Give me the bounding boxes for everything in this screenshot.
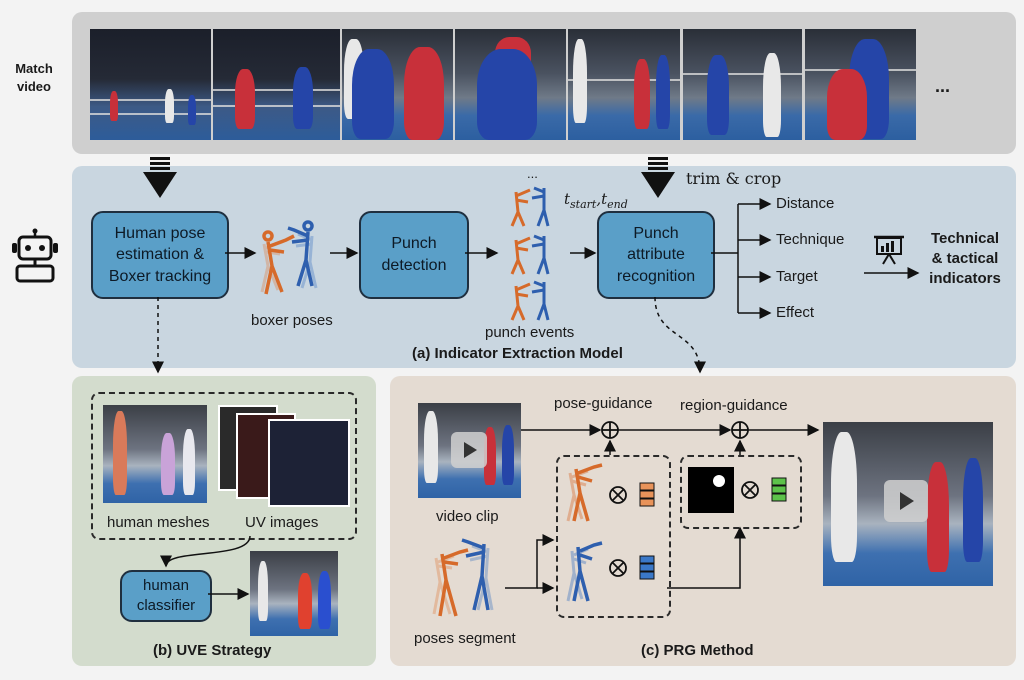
panel-c-caption: (c) PRG Method bbox=[641, 642, 754, 659]
poses-segment-figure bbox=[432, 538, 494, 617]
panel-a-caption: (a) Indicator Extraction Model bbox=[412, 345, 623, 362]
video-frame bbox=[683, 29, 802, 140]
pose-guidance-label: pose-guidance bbox=[554, 395, 653, 412]
region-guidance-label: region-guidance bbox=[680, 397, 788, 414]
robot-icon bbox=[12, 228, 58, 283]
punch-events-label: punch events bbox=[485, 324, 575, 341]
pose-weighting-group bbox=[556, 455, 671, 618]
time-range-label: tstart,tend bbox=[564, 190, 628, 211]
pose-weighting-contents bbox=[566, 463, 655, 602]
play-icon bbox=[884, 480, 928, 522]
punch-events-figure bbox=[510, 186, 550, 321]
uv-images-label: UV images bbox=[245, 514, 319, 531]
video-frame bbox=[455, 29, 566, 140]
trim-crop-label: trim & crop bbox=[686, 169, 782, 188]
video-clip-label: video clip bbox=[436, 508, 499, 525]
target-label: Target bbox=[776, 268, 818, 285]
frames-ellipsis: ... bbox=[935, 76, 951, 96]
punch-events-dots: ... bbox=[527, 166, 538, 181]
down-arrow-left bbox=[143, 157, 177, 198]
boxer-poses-figure bbox=[260, 220, 318, 295]
video-frame bbox=[213, 29, 340, 140]
distance-label: Distance bbox=[776, 195, 835, 212]
boxer-poses-label: boxer poses bbox=[251, 312, 333, 329]
mesh-uv-group bbox=[91, 392, 357, 540]
classified-frame-thumbnail bbox=[250, 551, 338, 636]
video-frame bbox=[90, 29, 211, 140]
human-meshes-thumbnail bbox=[103, 405, 207, 503]
video-frame bbox=[568, 29, 680, 140]
presentation-board-icon bbox=[874, 235, 904, 265]
play-icon bbox=[451, 432, 487, 468]
human-meshes-label: human meshes bbox=[107, 514, 210, 531]
technique-label: Technique bbox=[776, 231, 845, 248]
poses-segment-label: poses segment bbox=[414, 630, 516, 647]
video-frame bbox=[342, 29, 453, 140]
uv-image-stack bbox=[218, 405, 350, 507]
region-weighting-contents bbox=[688, 467, 787, 513]
down-arrow-right bbox=[641, 157, 675, 198]
effect-label: Effect bbox=[776, 304, 815, 321]
panel-b-caption: (b) UVE Strategy bbox=[153, 642, 272, 659]
video-frame bbox=[805, 29, 916, 140]
